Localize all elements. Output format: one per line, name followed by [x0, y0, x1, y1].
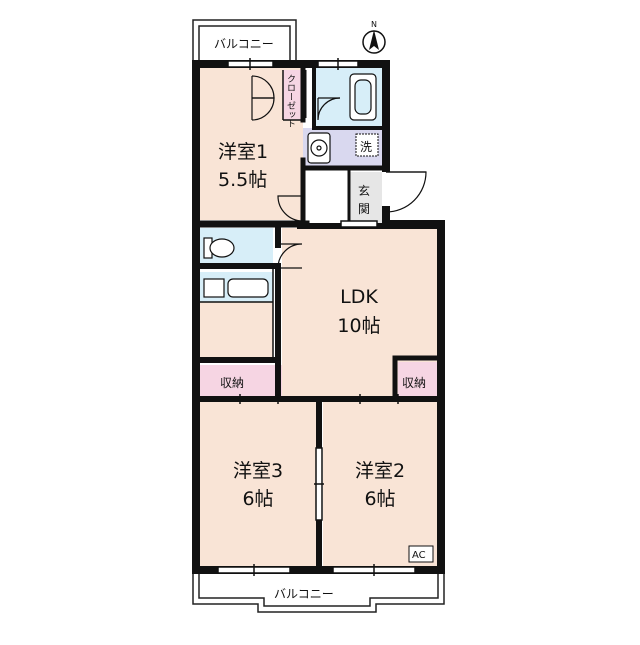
balcony-bottom	[192, 572, 445, 613]
closet-label: クローゼット	[285, 74, 296, 128]
vanity	[227, 278, 269, 298]
room2-floor	[323, 402, 437, 567]
entrance-floor	[349, 172, 382, 228]
compass-label: N	[371, 20, 377, 29]
ldk-name: LDK	[340, 286, 378, 308]
entrance-label-2: 関	[358, 202, 370, 216]
ac-label: AC	[412, 550, 426, 561]
room3-name: 洋室3	[233, 460, 283, 482]
room2-size: 6帖	[364, 488, 395, 510]
hall2-floor	[200, 302, 273, 357]
north-arrow-icon	[369, 30, 379, 50]
room3-size: 6帖	[242, 488, 273, 510]
compass: N	[362, 20, 386, 54]
hall-floor	[303, 168, 349, 228]
room3-floor	[200, 402, 316, 567]
entrance-label-1: 玄	[358, 183, 370, 198]
room1-size: 5.5帖	[218, 169, 267, 191]
storage-right-label: 収納	[402, 376, 426, 390]
washer-label: 洗	[360, 140, 372, 154]
thin-partitions	[200, 70, 303, 360]
door-swings	[251, 75, 427, 269]
storage-right-floor	[398, 362, 437, 398]
room2-name: 洋室2	[355, 460, 405, 482]
room1-name: 洋室1	[218, 141, 268, 163]
balcony-top	[192, 19, 297, 60]
balcony-bottom-label: バルコニー	[274, 587, 334, 601]
washer-box	[355, 133, 379, 157]
storage-left-label: 収納	[220, 376, 244, 390]
balcony-top-label: バルコニー	[214, 37, 274, 51]
sliding-doors	[210, 394, 399, 521]
ac-box	[408, 545, 434, 563]
closet-floor	[283, 70, 303, 120]
ldk-size: 10帖	[337, 315, 380, 337]
windows	[217, 58, 416, 576]
fixtures	[203, 70, 377, 298]
storage-left-floor	[200, 365, 282, 398]
